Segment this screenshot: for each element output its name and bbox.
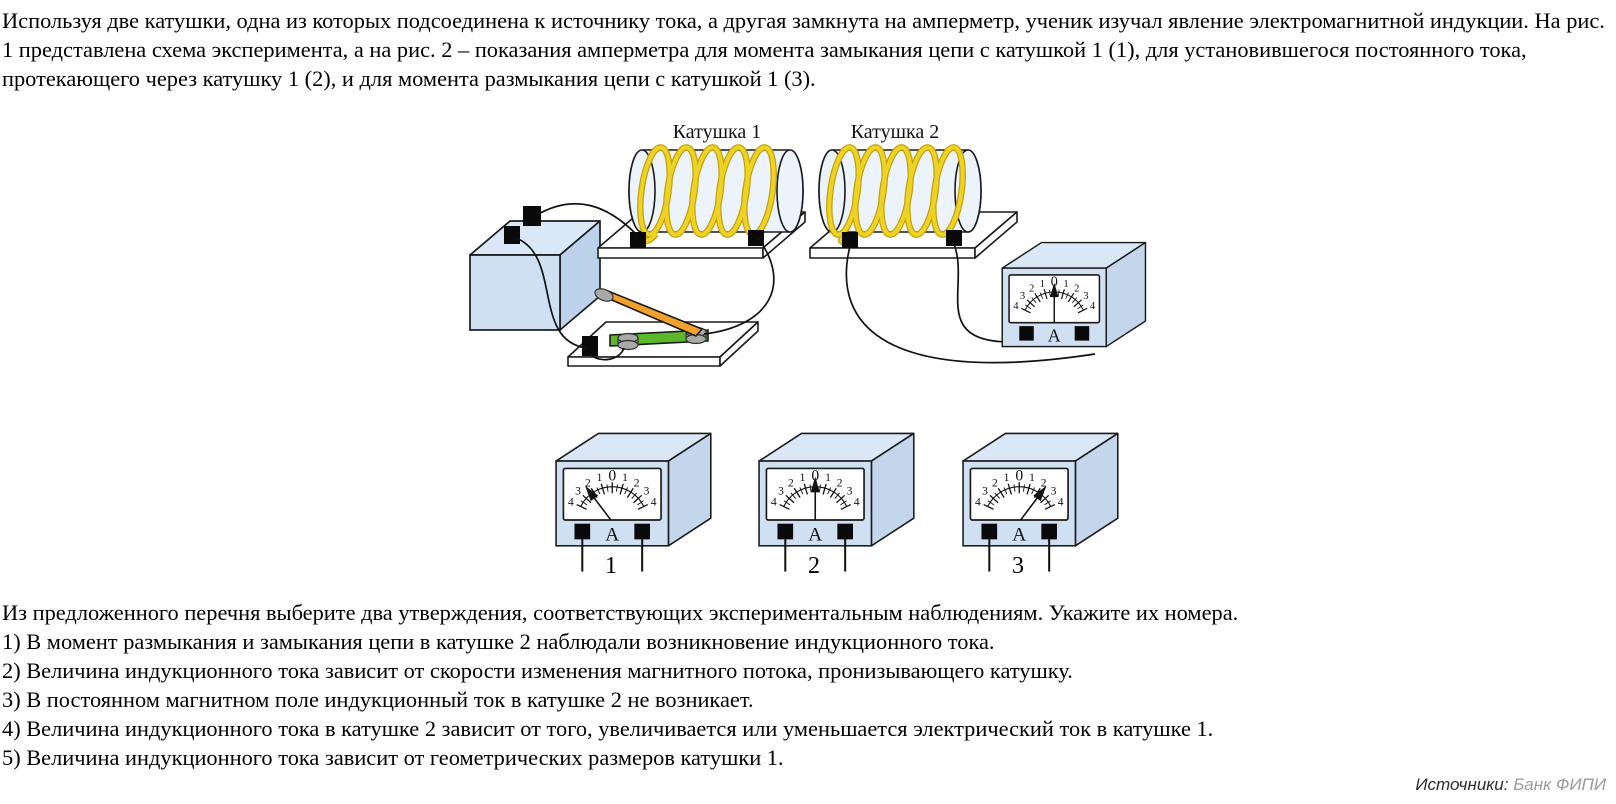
svg-text:4: 4	[1058, 496, 1064, 508]
ammeter-scale-numbers: 4 3 2 1 0 1 2 3 4	[1013, 274, 1096, 312]
svg-text:2: 2	[1041, 477, 1047, 489]
ammeter-terminal	[837, 523, 853, 540]
svg-text:2: 2	[992, 477, 998, 489]
wire	[515, 237, 587, 349]
battery-terminal	[523, 206, 541, 226]
wire	[845, 245, 1096, 364]
ammeter-needle	[1049, 282, 1059, 323]
ammeter-scale-numbers: 4 3 2 1 0 1 2 3 4	[975, 467, 1064, 508]
ammeter-terminal	[981, 523, 998, 540]
svg-text:1: 1	[1063, 279, 1068, 290]
svg-text:1: 1	[1040, 279, 1045, 290]
ammeter-unit-label: А	[1012, 524, 1026, 545]
answer-option: 3) В постоянном магнитном поле индукцион…	[2, 687, 754, 712]
ammeter-scale-ticks	[576, 482, 649, 510]
ammeter-terminal	[777, 523, 794, 540]
coil1-label: Катушка 1	[673, 121, 762, 143]
answer-option: 2) Величина индукционного тока зависит о…	[2, 658, 1073, 683]
svg-text:0: 0	[811, 467, 819, 484]
coil-1	[597, 144, 806, 259]
svg-text:1: 1	[1029, 472, 1035, 484]
svg-text:2: 2	[788, 477, 794, 489]
answer-option: 1) В момент размыкания и замыкания цепи …	[2, 629, 995, 654]
ammeter-terminal	[1074, 326, 1090, 341]
svg-text:1: 1	[622, 472, 628, 484]
wire	[589, 347, 625, 361]
figure2-ammeter-1: 4 3 2 1 0 1 2 3 4 А	[555, 432, 712, 572]
svg-text:4: 4	[854, 496, 860, 508]
sources-label: Источники:	[1415, 775, 1509, 794]
answer-option: 4) Величина индукционного тока в катушке…	[2, 716, 1214, 741]
svg-text:3: 3	[1051, 486, 1057, 498]
svg-text:3: 3	[1020, 291, 1025, 302]
svg-text:3: 3	[1083, 291, 1088, 302]
ammeter-unit-label: А	[605, 524, 619, 545]
svg-text:3: 3	[575, 486, 581, 498]
svg-text:4: 4	[975, 496, 981, 508]
wire	[534, 202, 637, 235]
figure2-ammeter-2: 4 3 2 1 0 1 2 3 4 А	[758, 432, 915, 572]
svg-text:2: 2	[634, 477, 640, 489]
question-prompt: Из предложенного перечня выберите два ут…	[2, 600, 1239, 625]
svg-text:1: 1	[597, 472, 603, 484]
question-block: Из предложенного перечня выберите два ут…	[2, 598, 1614, 772]
figure2-ammeter-3: 4 3 2 1 0 1 2 3 4 А	[962, 432, 1119, 572]
wires	[515, 202, 1096, 364]
ammeter-scale-numbers: 4 3 2 1 0 1 2 3 4	[771, 467, 860, 508]
ammeter-1-number: 1	[605, 553, 617, 579]
svg-text:1: 1	[825, 472, 831, 484]
switch-contact	[617, 332, 639, 351]
source-link-fipi[interactable]: Банк ФИПИ	[1513, 775, 1606, 794]
ammeter-terminal	[1041, 523, 1057, 540]
svg-text:2: 2	[1029, 284, 1034, 295]
svg-text:0: 0	[1051, 274, 1058, 290]
ammeter-needle	[585, 485, 612, 521]
svg-text:2: 2	[837, 477, 843, 489]
answer-option: 5) Величина индукционного тока зависит о…	[2, 745, 784, 770]
coil1-terminal	[630, 232, 646, 248]
switch-terminal	[582, 336, 598, 356]
svg-text:1: 1	[800, 472, 806, 484]
svg-text:3: 3	[847, 486, 853, 498]
battery-terminal	[504, 226, 520, 244]
ammeter-terminal	[574, 523, 591, 540]
ammeter-needle	[1019, 485, 1047, 521]
ammeter-terminal	[634, 523, 650, 540]
svg-text:4: 4	[568, 496, 574, 508]
battery	[469, 206, 601, 331]
coil2-terminal	[842, 232, 858, 248]
coil-2	[809, 144, 1018, 259]
svg-text:4: 4	[1090, 301, 1096, 312]
intro-paragraph: Используя две катушки, одна из которых п…	[2, 8, 1605, 91]
ammeter-needle	[810, 476, 820, 520]
wire	[953, 243, 1012, 343]
ammeter-scale-numbers: 4 3 2 1 0 1 2 3 4	[568, 467, 657, 508]
switch-key	[567, 288, 759, 367]
svg-text:2: 2	[585, 477, 591, 489]
svg-text:4: 4	[771, 496, 777, 508]
coil2-label: Катушка 2	[851, 121, 940, 143]
svg-text:3: 3	[778, 486, 784, 498]
svg-text:3: 3	[644, 486, 650, 498]
wire	[703, 237, 775, 335]
switch-lever-handle	[594, 288, 614, 302]
svg-text:0: 0	[608, 467, 616, 484]
coil2-terminal	[946, 230, 962, 246]
ammeter-3-number: 3	[1012, 553, 1024, 579]
ammeter-terminal	[1019, 326, 1034, 341]
svg-text:4: 4	[1013, 301, 1019, 312]
figure1-experiment-scheme: Катушка 1 Катушка 2	[469, 121, 1096, 367]
svg-text:1: 1	[1004, 472, 1010, 484]
svg-text:2: 2	[1074, 284, 1079, 295]
sources-attribution: Источники: Банк ФИПИ	[1415, 775, 1606, 795]
svg-text:0: 0	[1015, 467, 1023, 484]
svg-text:4: 4	[651, 496, 657, 508]
ammeter-2-number: 2	[808, 553, 820, 579]
ammeter-unit-label: А	[1048, 325, 1061, 345]
figure1-ammeter: 4 3 2 1 0 1 2 3 4 А	[1001, 241, 1147, 348]
svg-text:3: 3	[982, 486, 988, 498]
ammeter-unit-label: А	[808, 524, 822, 545]
